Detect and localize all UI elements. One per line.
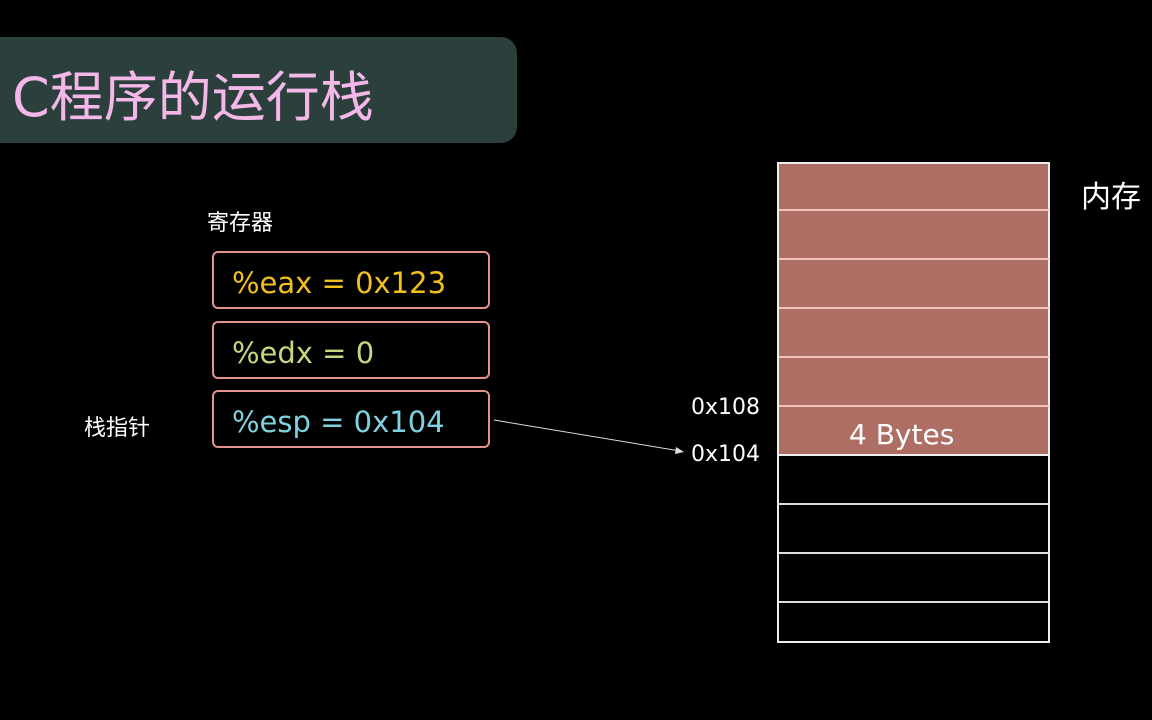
slot-divider	[779, 454, 1049, 456]
slot-divider	[779, 405, 1049, 407]
slot-divider	[779, 552, 1049, 554]
slot-size-label: 4 Bytes	[849, 418, 955, 451]
stack-pointer-label: 栈指针	[84, 416, 151, 441]
slot-divider	[779, 209, 1049, 211]
register-edx: %edx = 0	[212, 321, 490, 379]
address-0x104: 0x104	[691, 442, 761, 467]
register-eax-value: %eax = 0x123	[232, 266, 447, 300]
slot-divider	[779, 356, 1049, 358]
memory-stack: 4 Bytes	[777, 162, 1050, 643]
slot-divider	[779, 307, 1049, 309]
register-edx-value: %edx = 0	[232, 336, 375, 370]
register-esp-value: %esp = 0x104	[232, 405, 445, 439]
register-eax: %eax = 0x123	[212, 251, 490, 309]
slot-divider	[779, 503, 1049, 505]
page-title: C程序的运行栈	[12, 66, 374, 129]
used-stack-region	[779, 164, 1048, 456]
slot-divider	[779, 601, 1049, 603]
slot-divider	[779, 258, 1049, 260]
address-0x108: 0x108	[691, 395, 761, 420]
register-esp: %esp = 0x104	[212, 390, 490, 448]
memory-label: 内存	[1081, 180, 1141, 215]
title-banner: C程序的运行栈	[0, 37, 517, 143]
registers-label: 寄存器	[207, 211, 274, 236]
